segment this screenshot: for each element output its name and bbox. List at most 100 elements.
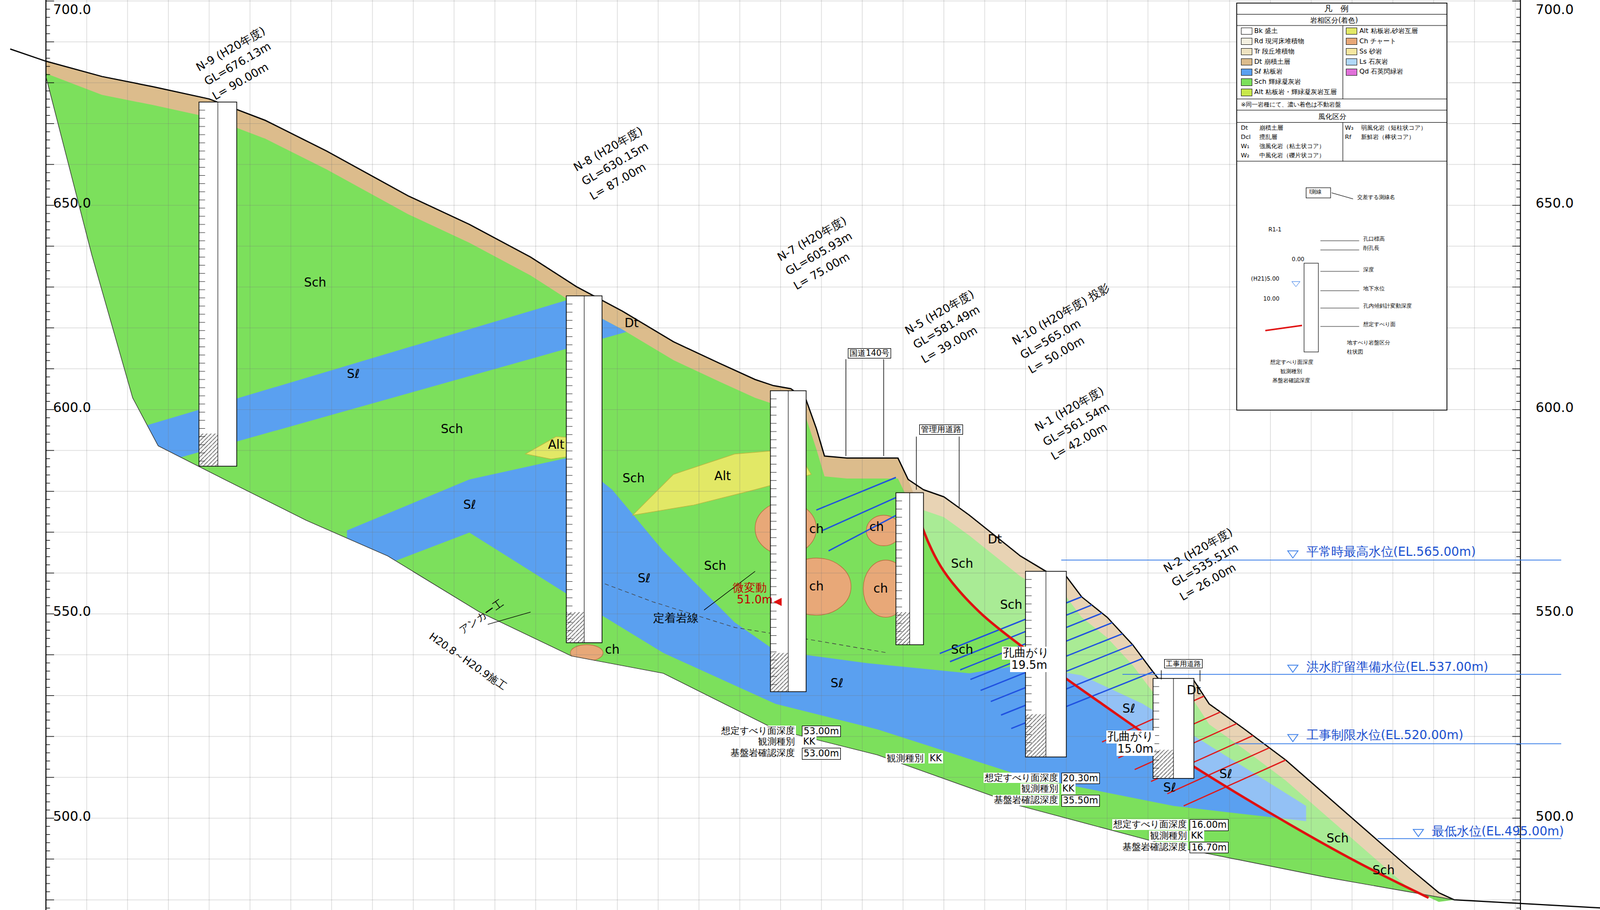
legend-sample-label: 孔口標高 xyxy=(1363,235,1385,243)
axis-tick xyxy=(45,172,51,174)
axis-tick xyxy=(45,254,51,255)
axis-tick xyxy=(1516,564,1521,566)
legend-swatch xyxy=(1240,88,1253,96)
legend-text: Alt 粘板岩,砂岩互層 xyxy=(1359,27,1418,36)
grid xyxy=(45,0,1516,910)
grid-line xyxy=(453,0,455,910)
axis-tick xyxy=(45,662,51,663)
legend-sample-label: 地下水位 xyxy=(1363,285,1385,292)
axis-tick xyxy=(45,727,51,729)
rock-label: Sch xyxy=(951,556,974,572)
axis-tick xyxy=(45,417,51,418)
axis-tick xyxy=(45,719,51,721)
borehole-ticks xyxy=(566,303,573,639)
borehole-rock xyxy=(198,433,218,467)
axis-tick xyxy=(45,474,51,476)
axis-tick xyxy=(1516,147,1521,149)
borehole-tick xyxy=(198,322,205,323)
axis-tick xyxy=(1512,532,1521,533)
axis-tick xyxy=(1516,98,1521,100)
axis-tick xyxy=(1516,90,1521,92)
borehole-tick xyxy=(895,631,902,632)
borehole-tick xyxy=(198,460,205,462)
axis-tick xyxy=(45,433,51,435)
borehole-tick xyxy=(198,150,205,152)
water-level-line xyxy=(1122,673,1562,675)
borehole-tick xyxy=(198,215,205,217)
axis-tick xyxy=(45,548,51,549)
weathering-cell: W₁ xyxy=(1240,142,1250,150)
grid-line xyxy=(45,695,1521,696)
borehole-tick xyxy=(566,523,573,525)
table-cell: 基盤岩確認深度 xyxy=(729,747,796,759)
axis-tick xyxy=(1516,580,1521,582)
axis-tick xyxy=(1516,687,1521,688)
borehole-tick xyxy=(198,207,205,209)
axis-tick xyxy=(45,319,51,321)
borehole-tick xyxy=(895,533,902,534)
annotation: 工事用道路 xyxy=(1164,659,1203,669)
legend-swatch xyxy=(1240,27,1253,35)
water-level-symbol xyxy=(1288,734,1299,742)
axis-tick xyxy=(1516,311,1521,312)
axis-tick xyxy=(1512,899,1521,901)
rock-label: Sℓ xyxy=(1122,701,1136,716)
legend-sample-label: 想定すべり面 xyxy=(1363,321,1396,328)
legend-item: Ls 石灰岩 xyxy=(1345,58,1389,66)
anchor-bar xyxy=(1000,658,1143,716)
legend-heading: 岩相区分(着色) xyxy=(1310,16,1358,25)
grid-line xyxy=(494,0,496,910)
axis-tick xyxy=(1516,883,1521,885)
borehole-tick xyxy=(1025,636,1032,637)
axis-tick xyxy=(1516,74,1521,75)
axis-tick xyxy=(1516,393,1521,394)
axis-tick xyxy=(1516,507,1521,508)
borehole-tick xyxy=(770,496,777,497)
anchor-bar xyxy=(950,605,1092,662)
borehole-tick xyxy=(895,606,902,608)
borehole-tick xyxy=(770,561,777,563)
legend-sample xyxy=(1291,281,1300,287)
table-cell: KK xyxy=(1189,830,1204,842)
axis-tick xyxy=(1516,499,1521,500)
axis-tick xyxy=(1516,115,1521,116)
axis-tick xyxy=(1516,515,1521,516)
grid-line xyxy=(331,0,333,910)
borehole-rock xyxy=(895,612,910,645)
legend-text: Ls 石灰岩 xyxy=(1359,58,1389,66)
axis-tick xyxy=(45,810,51,811)
borehole-tick xyxy=(566,409,573,411)
borehole-tick xyxy=(770,398,777,400)
borehole-tick xyxy=(1152,727,1159,728)
water-level-line xyxy=(1061,559,1562,561)
legend-item: Sch 輝緑凝灰岩 xyxy=(1240,78,1301,86)
axis-tick xyxy=(45,744,51,746)
borehole-tick xyxy=(1025,701,1032,703)
rock-label: ch xyxy=(808,522,824,537)
weathering-cell: 中風化岩（礫片状コア） xyxy=(1259,151,1325,159)
slate-band xyxy=(347,456,1307,822)
borehole-tick xyxy=(566,442,573,443)
grid-line xyxy=(413,0,414,910)
borehole-tick xyxy=(566,483,573,484)
weathering-cell: 新鮮岩（棒状コア） xyxy=(1361,133,1415,141)
borehole-tick xyxy=(895,566,902,567)
rock-label: Sch xyxy=(1326,831,1349,846)
rock-label: ch xyxy=(873,581,888,596)
axis-tick xyxy=(1512,450,1521,451)
grid-line xyxy=(821,0,822,910)
axis-tick xyxy=(45,818,55,819)
borehole-tick xyxy=(1025,685,1032,686)
axis-tick xyxy=(45,515,51,516)
grid-line xyxy=(535,0,536,910)
borehole-tick xyxy=(1025,742,1032,743)
axis-tick xyxy=(1516,866,1521,868)
axis-tick xyxy=(1512,409,1521,410)
borehole-tick xyxy=(770,414,777,416)
borehole-tick xyxy=(198,395,205,397)
axis-tick xyxy=(45,646,51,647)
borehole-tick xyxy=(198,379,205,380)
axis-tick xyxy=(45,752,51,754)
borehole-tick xyxy=(895,598,902,600)
borehole-tick xyxy=(198,428,205,429)
